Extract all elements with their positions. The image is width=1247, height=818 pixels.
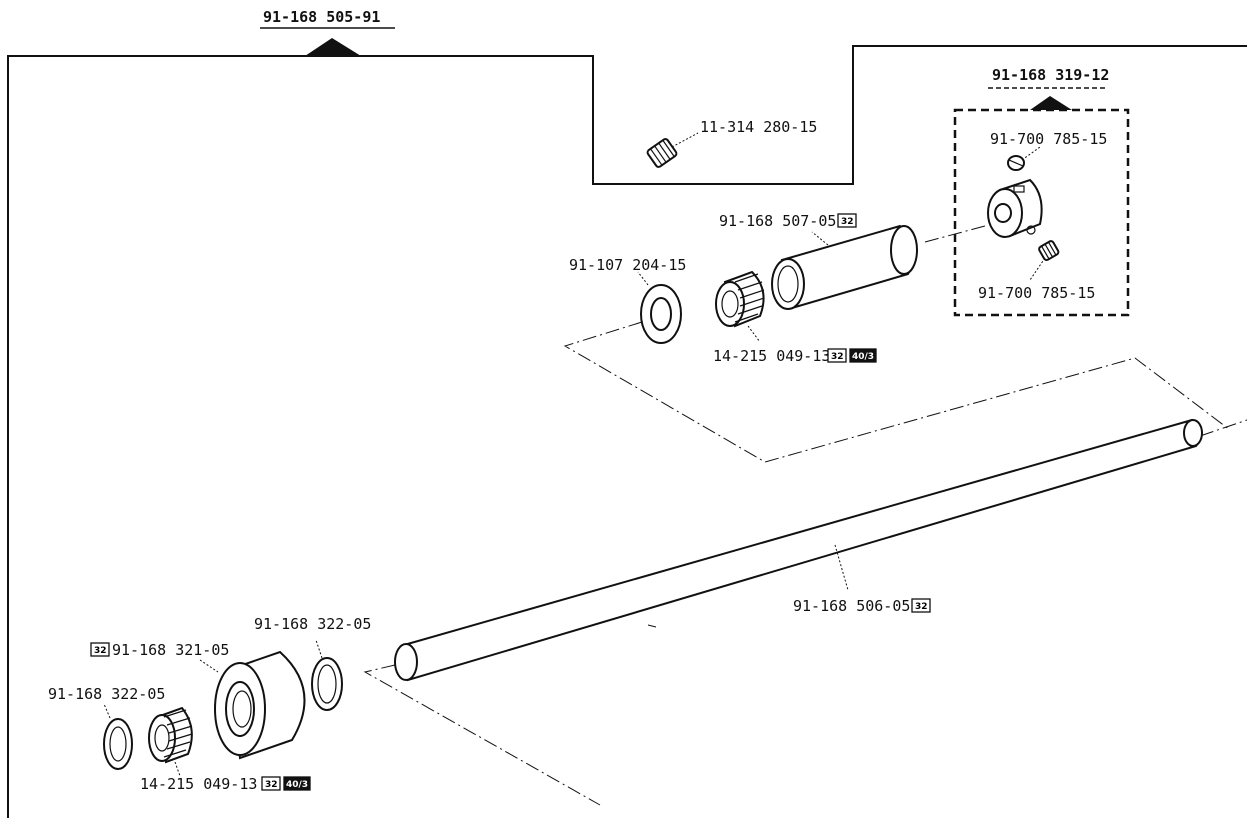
collar-subassembly: 91-168 319-12	[953, 66, 1130, 317]
shaft-collar	[987, 178, 1043, 238]
sleeve: 91-168 507-05 32	[719, 212, 918, 310]
main-shaft: 91-168 506-05 32	[394, 418, 1203, 682]
washer-upper: 91-107 204-15	[569, 256, 686, 344]
shaft-marker: 32	[915, 602, 928, 612]
main-assembly-header: 91-168 505-91	[260, 8, 395, 56]
washer-upper-label: 91-107 204-15	[569, 256, 686, 274]
screw-lower: 91-700 785-15	[978, 240, 1095, 302]
bearing-lower-label: 14-215 049-13	[140, 775, 257, 793]
ring-left-label: 91-168 322-05	[48, 685, 165, 703]
sub-assembly-number: 91-168 319-12	[992, 66, 1109, 84]
ring-left: 91-168 322-05	[48, 685, 165, 770]
sub-assembly-dashed-box	[953, 108, 1130, 317]
sleeve-marker: 32	[841, 217, 854, 227]
bearing-upper-marker-a: 32	[831, 352, 844, 362]
sleeve-label: 91-168 507-05	[719, 212, 836, 230]
upper-reference-plane	[563, 321, 1231, 463]
set-screw-top-label: 11-314 280-15	[700, 118, 817, 136]
ring-right: 91-168 322-05	[254, 615, 371, 711]
bearing-upper-marker-b: 40/3	[852, 352, 874, 362]
roller: 32 91-168 321-05	[90, 641, 306, 760]
screw-lower-label: 91-700 785-15	[978, 284, 1095, 302]
screw-upper: 91-700 785-15	[990, 130, 1107, 171]
lower-reference-plane	[363, 664, 601, 806]
frame-outline	[7, 45, 1247, 818]
needle-bearing-lower: 14-215 049-13 32 40/3	[140, 706, 311, 793]
bearing-upper-label: 14-215 049-13	[713, 347, 830, 365]
screw-upper-label: 91-700 785-15	[990, 130, 1107, 148]
set-screw-top: 11-314 280-15	[646, 118, 817, 168]
roller-label: 91-168 321-05	[112, 641, 229, 659]
ring-right-label: 91-168 322-05	[254, 615, 371, 633]
roller-marker: 32	[94, 646, 107, 656]
main-assembly-number: 91-168 505-91	[263, 8, 380, 26]
bearing-lower-marker-a: 32	[265, 780, 278, 790]
needle-bearing-upper: 14-215 049-13 32 40/3	[713, 270, 877, 365]
sub-assembly-marker-triangle	[1030, 96, 1072, 110]
shaft-label: 91-168 506-05	[793, 597, 910, 615]
main-assembly-marker-triangle	[305, 38, 361, 56]
bearing-lower-marker-b: 40/3	[286, 780, 308, 790]
